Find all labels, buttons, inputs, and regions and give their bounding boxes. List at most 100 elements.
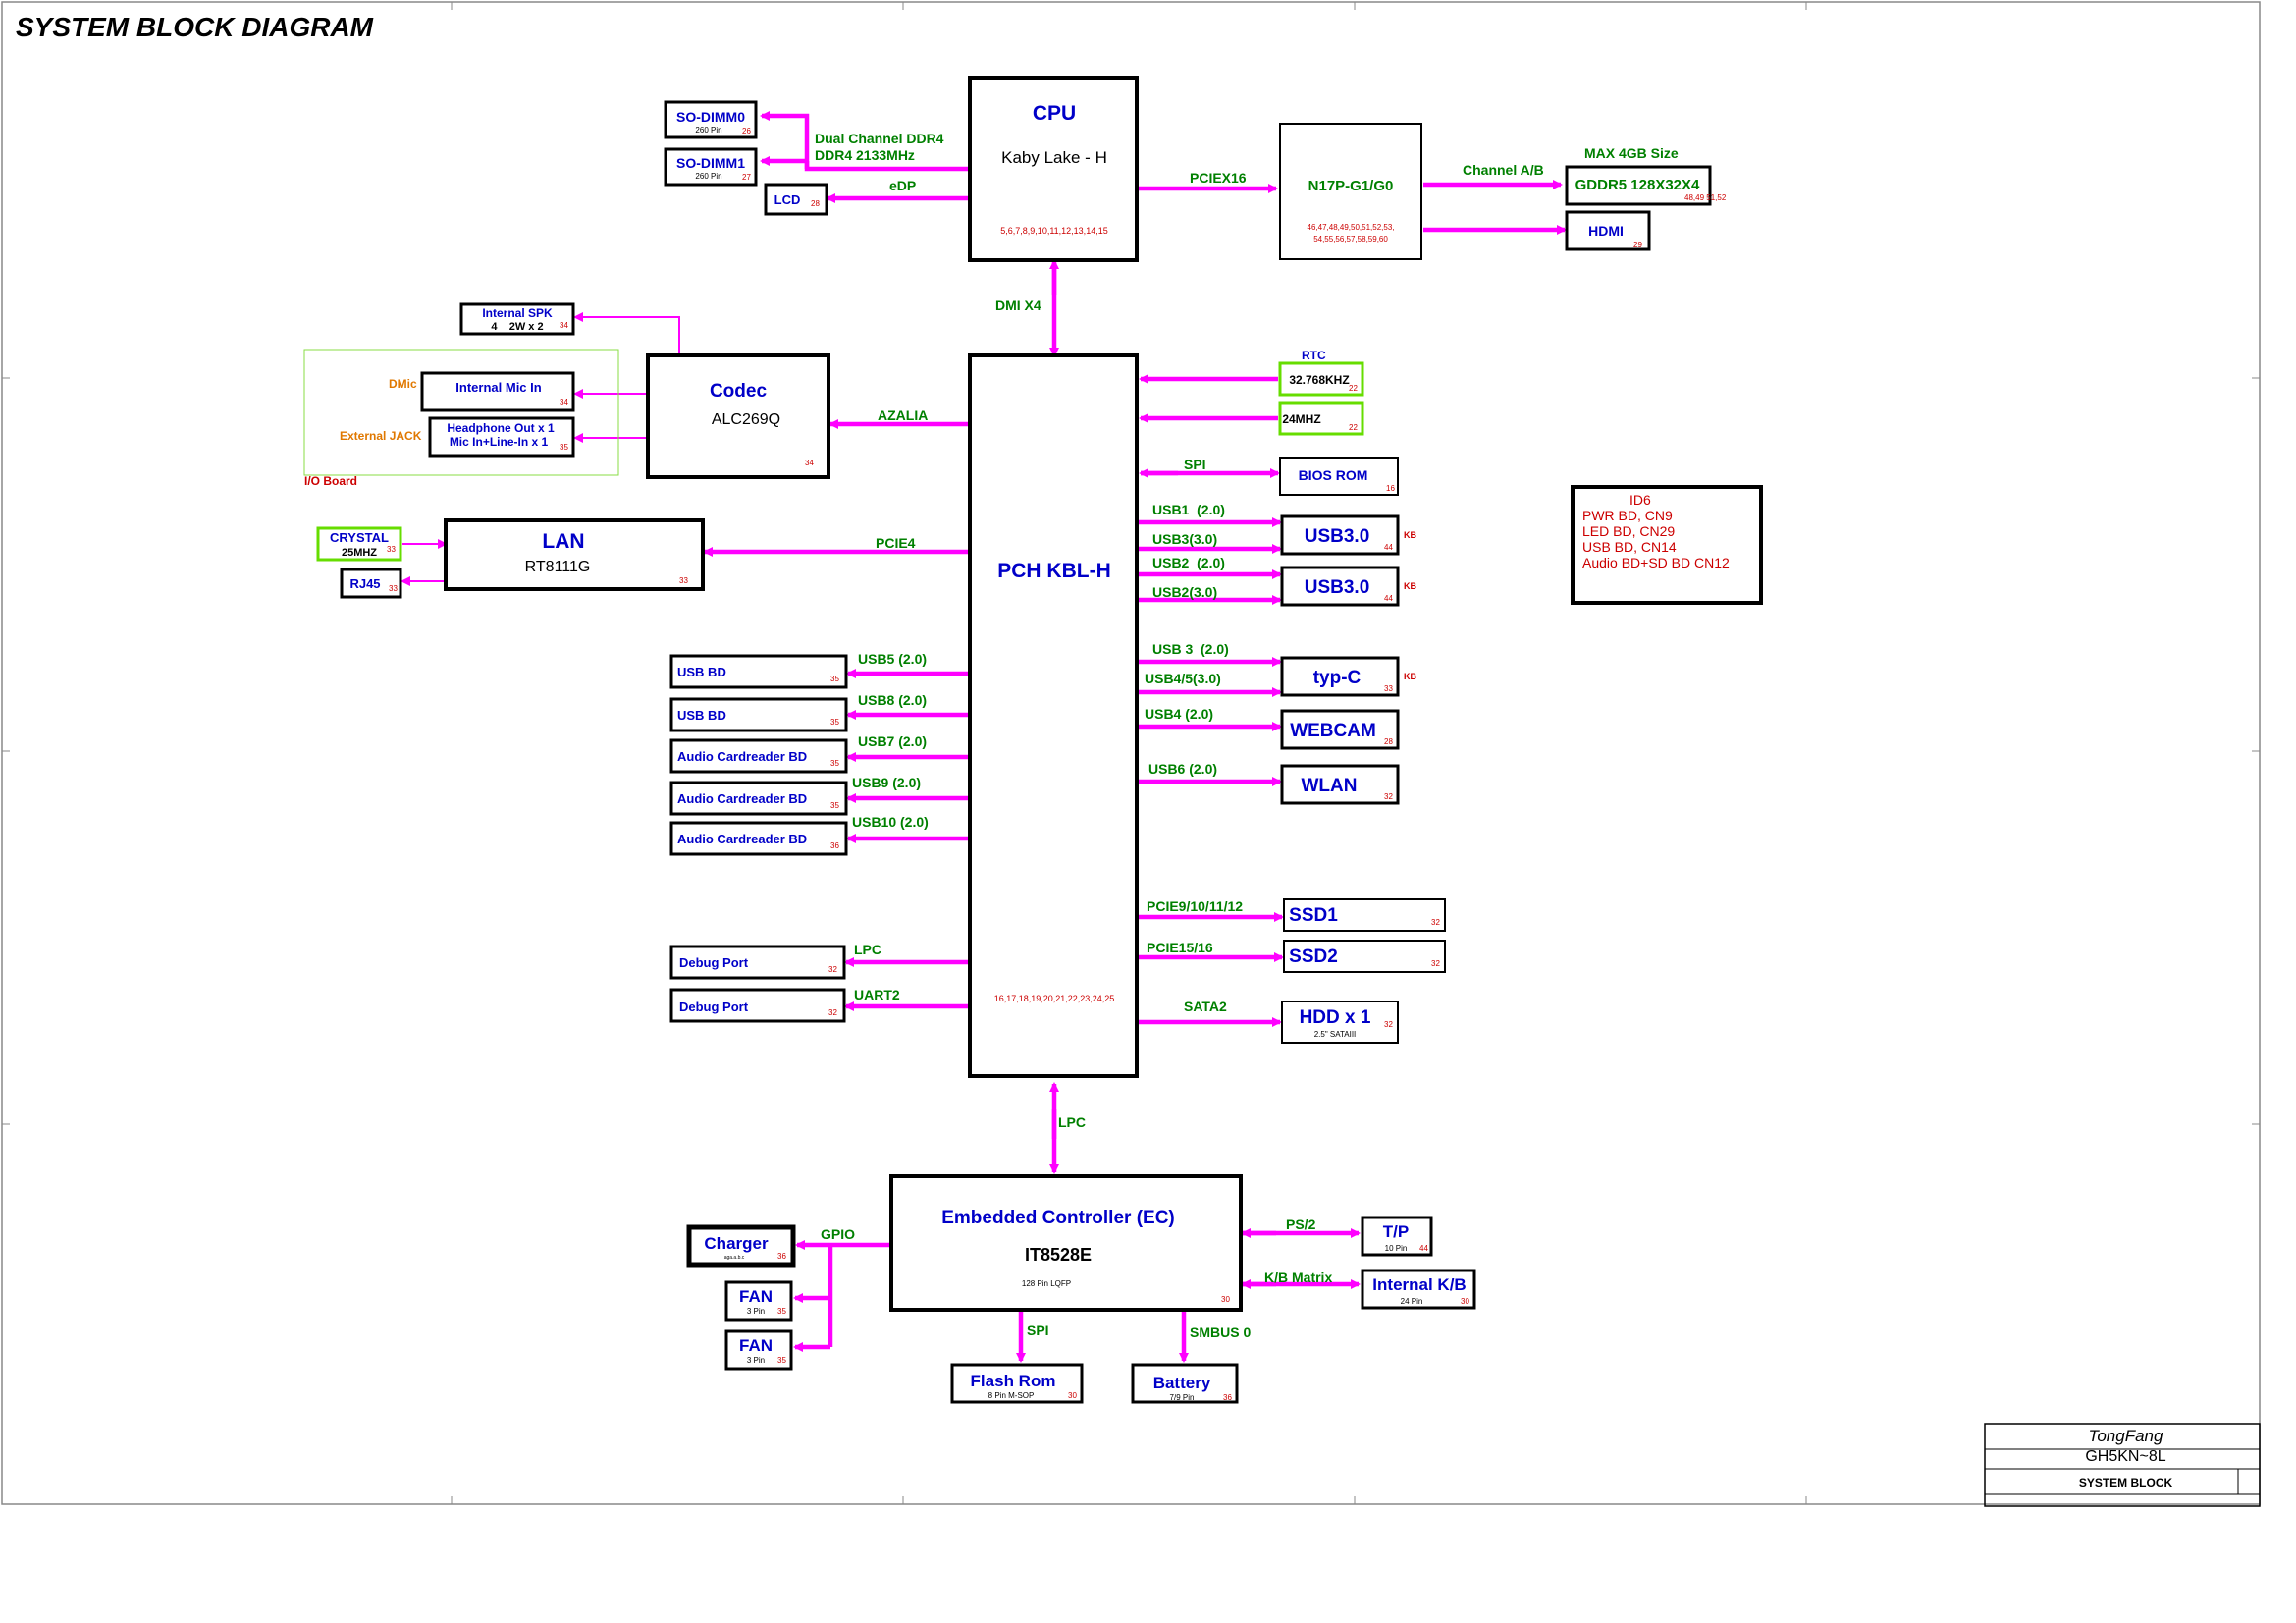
codec-block (646, 353, 830, 479)
sodimm1-pin: 27 (742, 173, 751, 182)
ssd1-name: SSD1 (1289, 905, 1338, 926)
label-usb2: USB2 (2.0) (1152, 555, 1225, 570)
id-line-3: USB BD, CN14 (1582, 539, 1677, 555)
crystal-name: CRYSTAL (330, 530, 389, 545)
ssd2-name: SSD2 (1289, 947, 1338, 967)
label-usb8: USB8 (2.0) (858, 692, 927, 708)
label-sata2: SATA2 (1184, 999, 1227, 1014)
headphone-name: Headphone Out x 1 (447, 421, 555, 435)
label-usb4: USB4 (2.0) (1145, 706, 1213, 722)
gpu-block (1279, 123, 1422, 260)
sodimm0-sub: 260 Pin (695, 126, 721, 135)
gddr-block (1565, 165, 1712, 206)
label-pcie9: PCIE9/10/11/12 (1147, 898, 1243, 914)
webcam-block (1280, 709, 1400, 750)
acr2-block (669, 781, 848, 816)
rj45-block (340, 568, 402, 599)
ssd2-pin: 32 (1431, 959, 1440, 968)
ssd2-block (1283, 940, 1446, 973)
fan1-sub: 3 Pin (747, 1307, 765, 1316)
title-block-sheet-title: SYSTEM BLOCK (2078, 1476, 2173, 1489)
usbbd2-name: USB BD (677, 708, 726, 723)
crystal-sub: 25MHZ (342, 547, 377, 559)
lan-sub: RT8111G (525, 559, 591, 575)
wlan-block (1280, 764, 1400, 805)
debug1-block (669, 945, 846, 980)
battery-block (1131, 1363, 1239, 1404)
debug2-name: Debug Port (679, 1000, 749, 1014)
acr1-block (669, 738, 848, 774)
label-ddr4a: Dual Channel DDR4 (815, 131, 944, 146)
tp-block (1361, 1216, 1433, 1257)
acr2-name: Audio Cardreader BD (677, 791, 807, 806)
acr3-block (669, 821, 848, 856)
cpu-name: CPU (1033, 102, 1076, 125)
acr2-pin: 35 (830, 801, 839, 810)
headphone-block (428, 416, 575, 458)
label-spi-ec: SPI (1027, 1323, 1049, 1338)
label-usb45: USB4/5(3.0) (1145, 671, 1221, 686)
charger-block (686, 1224, 796, 1268)
battery-pin: 36 (1223, 1393, 1232, 1402)
id-box (1571, 485, 1763, 605)
hdmi-pin: 29 (1633, 241, 1642, 249)
label-kb-tag3: KB (1404, 672, 1416, 681)
label-usb10: USB10 (2.0) (852, 814, 929, 830)
sodimm0-block (664, 100, 758, 139)
flash-name: Flash Rom (971, 1372, 1056, 1390)
kb-pin: 30 (1461, 1297, 1469, 1306)
label-spi-pch: SPI (1184, 457, 1206, 472)
label-ddr4b: DDR4 2133MHz (815, 147, 915, 163)
label-smbus: SMBUS 0 (1190, 1325, 1251, 1340)
int-spk-name: Internal SPK (482, 306, 553, 320)
debug1-name: Debug Port (679, 955, 749, 970)
int-mic-pin: 34 (560, 398, 568, 406)
debug2-pin: 32 (828, 1008, 837, 1017)
sodimm0-name: SO-DIMM0 (676, 109, 745, 125)
gddr-pin: 48,49 51,52 (1684, 193, 1727, 202)
ec-name: Embedded Controller (EC) (941, 1208, 1175, 1228)
ec-pin: 30 (1221, 1295, 1230, 1304)
label-usb1: USB1 (2.0) (1152, 502, 1225, 517)
acr1-pin: 35 (830, 759, 839, 768)
codec-pin: 34 (805, 459, 814, 467)
lan-name: LAN (542, 530, 584, 553)
id-line-0: ID6 (1629, 492, 1651, 508)
fan1-pin: 35 (777, 1307, 786, 1316)
bios-pin: 16 (1386, 484, 1395, 493)
lan-pin: 33 (679, 576, 688, 585)
sodimm1-name: SO-DIMM1 (676, 155, 745, 171)
bus-ddr4-sodimm0 (760, 111, 970, 172)
usbbd1-name: USB BD (677, 665, 726, 679)
int-mic-block (420, 371, 575, 412)
acr3-pin: 36 (830, 841, 839, 850)
typec-pin: 33 (1384, 684, 1393, 693)
acr1-name: Audio Cardreader BD (677, 749, 807, 764)
ec-sub: IT8528E (1025, 1245, 1092, 1265)
label-ext-jack: External JACK (340, 429, 422, 443)
int-spk-block (459, 302, 575, 336)
lcd-pin: 28 (811, 199, 820, 208)
ec-sub2: 128 Pin LQFP (1022, 1279, 1071, 1288)
label-lpc: LPC (854, 942, 881, 957)
flash-pin: 30 (1068, 1391, 1077, 1400)
id-line-4: Audio BD+SD BD CN12 (1582, 555, 1730, 570)
title-block-model: GH5KN~8L (2085, 1448, 2166, 1465)
kb-name: Internal K/B (1372, 1275, 1466, 1294)
typec-name: typ-C (1313, 668, 1362, 688)
title-block-frame (1984, 1423, 2261, 1507)
flash-block (950, 1363, 1084, 1404)
pch-pages: 16,17,18,19,20,21,22,23,24,25 (994, 994, 1115, 1003)
bios-block (1279, 457, 1399, 496)
charger-sub: aga.a.b.c (724, 1255, 745, 1261)
typec-block (1280, 656, 1400, 697)
tp-sub: 10 Pin (1385, 1244, 1408, 1253)
label-usb3: USB3(3.0) (1152, 531, 1217, 547)
diagram-title: SYSTEM BLOCK DIAGRAM (16, 12, 373, 42)
rj45-name: RJ45 (349, 576, 380, 591)
mhz24-block (1278, 401, 1364, 436)
kb-block (1361, 1269, 1476, 1310)
rj45-pin: 33 (389, 584, 398, 593)
sodimm1-sub: 260 Pin (695, 172, 721, 181)
label-max4gb: MAX 4GB Size (1584, 145, 1679, 161)
